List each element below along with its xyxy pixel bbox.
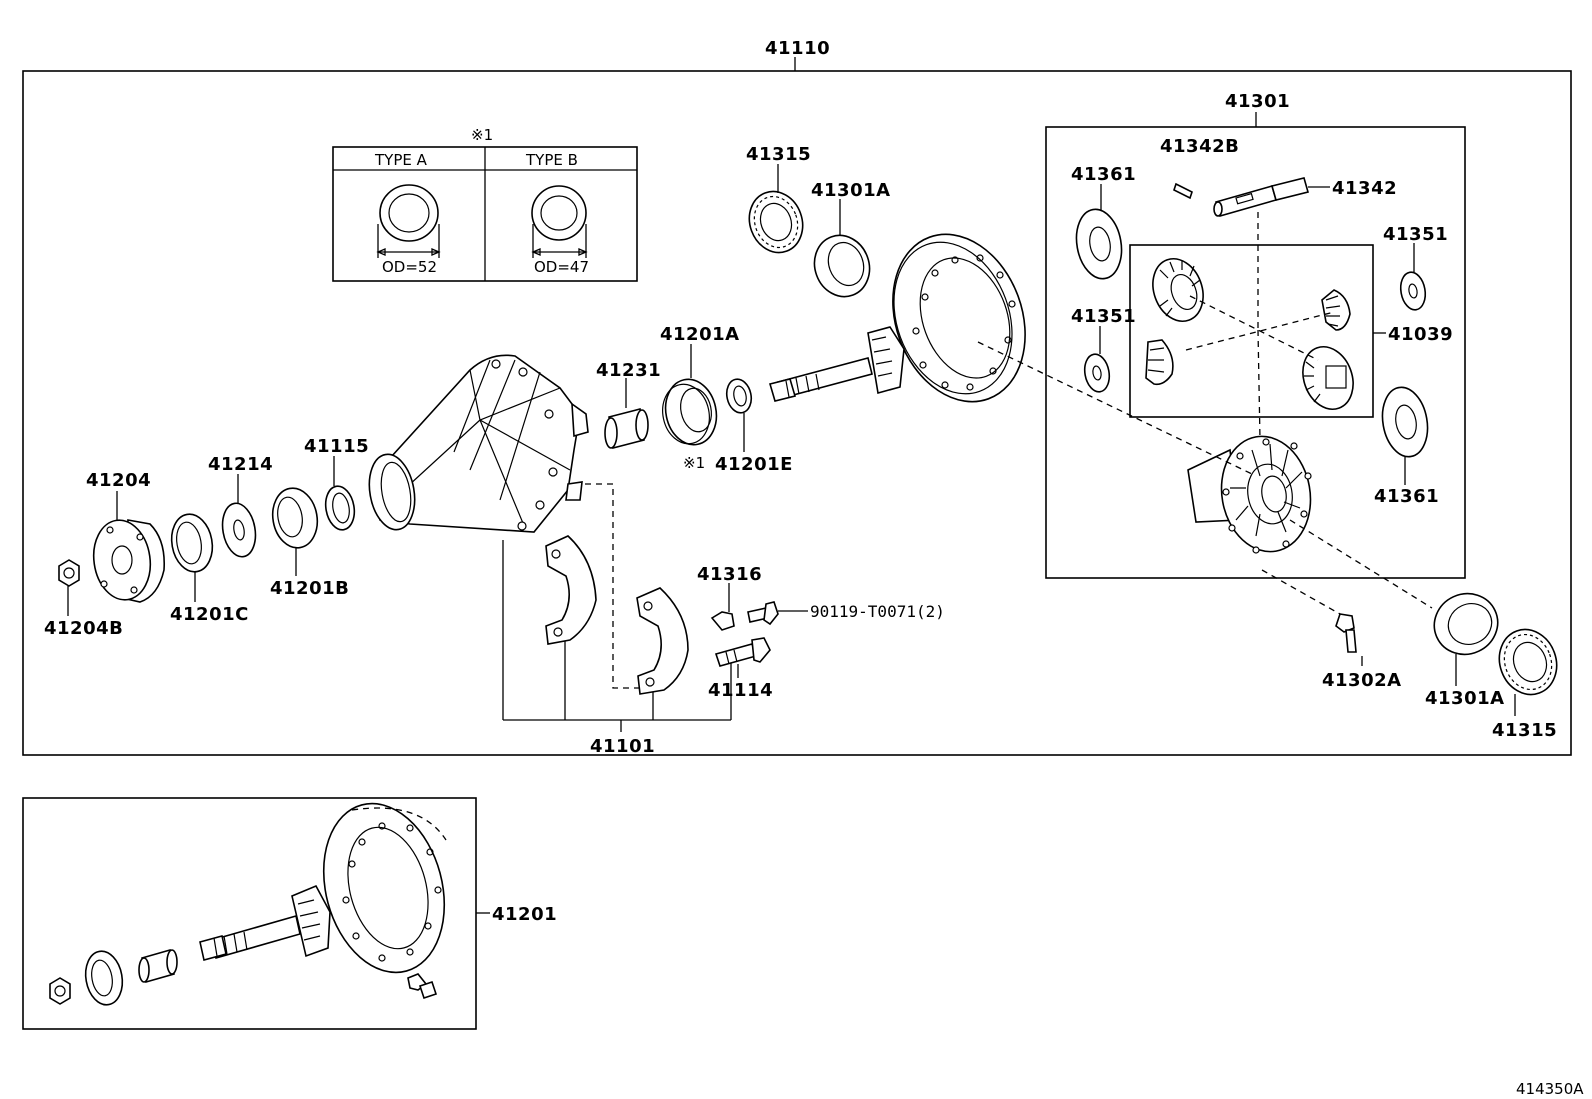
part-label-41201: 41201 bbox=[492, 904, 557, 925]
type-a-od: OD=52 bbox=[382, 258, 437, 276]
part-label-41231: 41231 bbox=[596, 360, 661, 381]
part-label-41214: 41214 bbox=[208, 454, 273, 475]
thrust-washer-41351-right: 41351 bbox=[1383, 224, 1448, 311]
part-label-41342: 41342 bbox=[1332, 178, 1397, 199]
bolt-41114: 41114 bbox=[708, 637, 773, 701]
assembly-frame-41110: 41110 bbox=[22, 38, 1572, 756]
part-label-41201A: 41201A bbox=[660, 324, 740, 345]
figure-id: 414350A bbox=[1516, 1080, 1584, 1098]
part-label-41101: 41101 bbox=[590, 736, 655, 757]
bearing-41201A: 41201A bbox=[660, 324, 740, 446]
part-label-41351-left: 41351 bbox=[1071, 306, 1136, 327]
race-41301A-bottom: 41301A bbox=[1425, 592, 1505, 709]
companion-flange-41204: 41204 bbox=[86, 470, 166, 603]
part-label-41201E: 41201E bbox=[715, 454, 793, 475]
part-label-41201C: 41201C bbox=[170, 604, 249, 625]
thrust-washer-41351-left: 41351 bbox=[1071, 306, 1136, 393]
thrust-washer-41361-bottom: 41361 bbox=[1374, 386, 1439, 507]
washer-41201E: ※1 41201E bbox=[683, 378, 793, 475]
part-label-41110: 41110 bbox=[765, 38, 830, 59]
ring-gear-pinion-main bbox=[768, 233, 1026, 403]
bearing-cap-left bbox=[545, 535, 597, 645]
part-label-41316: 41316 bbox=[697, 564, 762, 585]
part-label-41301A-bottom: 41301A bbox=[1425, 688, 1505, 709]
pinion-shaft-41342: 41342 bbox=[1213, 177, 1397, 217]
part-label-41315-top: 41315 bbox=[746, 144, 811, 165]
bearing-41201B: 41201B bbox=[270, 487, 349, 599]
part-label-41115: 41115 bbox=[304, 436, 369, 457]
bearing-41315-bottom: 41315 bbox=[1492, 628, 1558, 741]
differential-case bbox=[1187, 435, 1312, 554]
part-label-41039: 41039 bbox=[1388, 324, 1453, 345]
part-label-41201B: 41201B bbox=[270, 578, 349, 599]
type-b-od: OD=47 bbox=[534, 258, 589, 276]
washer-41214: 41214 bbox=[208, 454, 273, 558]
subassembly-frame-41301: 41301 bbox=[1045, 91, 1466, 579]
thrust-washer-41361-top: 41361 bbox=[1071, 164, 1136, 280]
type-table: ※1 TYPE A TYPE B OD=52 OD=47 bbox=[332, 126, 638, 282]
type-a-header: TYPE A bbox=[374, 151, 428, 169]
part-label-41301A-top: 41301A bbox=[811, 180, 891, 201]
type-b-header: TYPE B bbox=[525, 151, 578, 169]
note-mark-41201E: ※1 bbox=[683, 454, 705, 472]
gear-set-41039: 41039 bbox=[1129, 244, 1453, 418]
race-41301A-top: 41301A bbox=[811, 180, 891, 298]
nut-41204B: 41204B bbox=[44, 559, 123, 639]
spacer-41231: 41231 bbox=[596, 360, 661, 450]
bearing-41315-top: 41315 bbox=[746, 144, 811, 254]
bolt-90119: 90119-T0071(2) bbox=[747, 601, 945, 626]
type-table-note: ※1 bbox=[471, 126, 493, 144]
part-label-41114: 41114 bbox=[708, 680, 773, 701]
part-label-41302A: 41302A bbox=[1322, 670, 1402, 691]
part-label-90119: 90119-T0071(2) bbox=[810, 602, 945, 621]
lock-plate-41316: 41316 bbox=[697, 564, 762, 631]
washer-41115: 41115 bbox=[304, 436, 369, 531]
part-label-41361-bottom: 41361 bbox=[1374, 486, 1439, 507]
part-label-41301: 41301 bbox=[1225, 91, 1290, 112]
part-label-41351-right: 41351 bbox=[1383, 224, 1448, 245]
ring-pinion-kit-41201: 41201 bbox=[22, 797, 557, 1030]
pin-41342B: 41342B bbox=[1160, 136, 1239, 200]
part-label-41204B: 41204B bbox=[44, 618, 123, 639]
part-label-41204: 41204 bbox=[86, 470, 151, 491]
part-label-41342B: 41342B bbox=[1160, 136, 1239, 157]
carrier-housing: 41101 bbox=[368, 354, 732, 757]
part-label-41361-top: 41361 bbox=[1071, 164, 1136, 185]
bolt-41302A: 41302A bbox=[1322, 613, 1402, 691]
bearing-cap-right bbox=[636, 587, 689, 695]
oil-seal-41201C: 41201C bbox=[170, 513, 249, 625]
part-label-41315-bottom: 41315 bbox=[1492, 720, 1557, 741]
